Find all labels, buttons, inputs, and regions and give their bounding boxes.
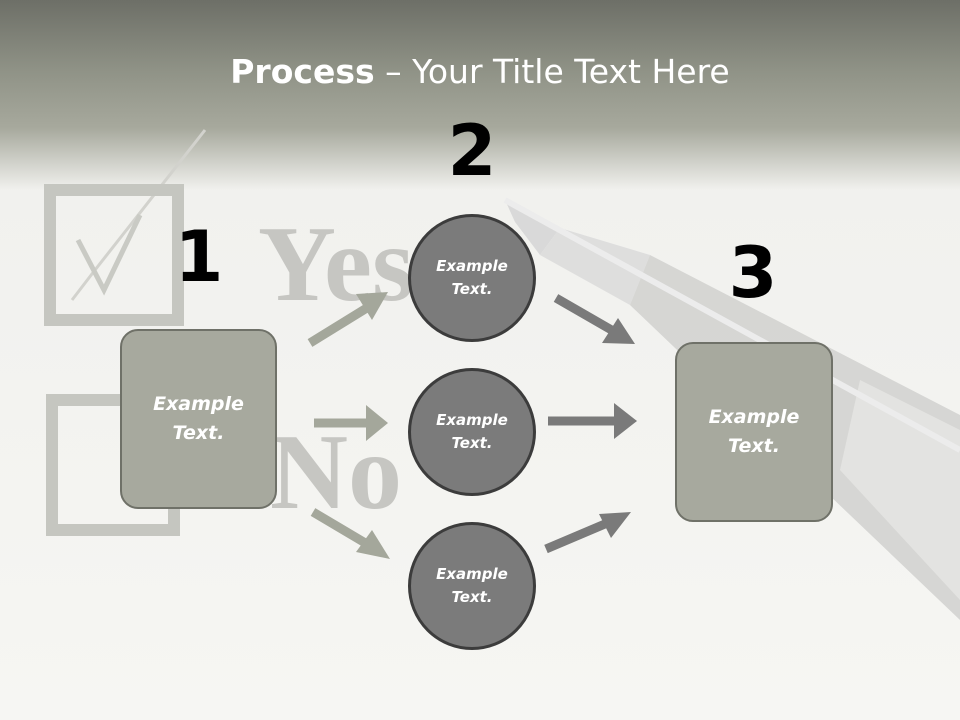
process-circle-2: Example Text. — [408, 368, 536, 496]
no-word: No — [270, 413, 402, 532]
yes-word: Yes — [258, 205, 414, 324]
right-process-box: Example Text. — [675, 342, 833, 522]
step-number-1: 1 — [174, 216, 224, 298]
slide-title: Process – Your Title Text Here — [0, 52, 960, 91]
step-number-3: 3 — [728, 232, 778, 314]
arrow-circle-3-to-right — [544, 516, 614, 554]
process-circle-3: Example Text. — [408, 522, 536, 650]
left-process-box: Example Text. — [120, 329, 277, 509]
title-strong: Process — [230, 52, 375, 91]
yes-checkbox — [44, 184, 184, 326]
arrow-left-to-circle-3 — [310, 508, 375, 551]
process-circle-1: Example Text. — [408, 214, 536, 342]
title-rest: – Your Title Text Here — [374, 52, 730, 91]
arrow-circle-1-to-right — [553, 294, 618, 336]
step-number-2: 2 — [447, 110, 497, 192]
arrow-left-to-circle-1 — [307, 302, 373, 347]
